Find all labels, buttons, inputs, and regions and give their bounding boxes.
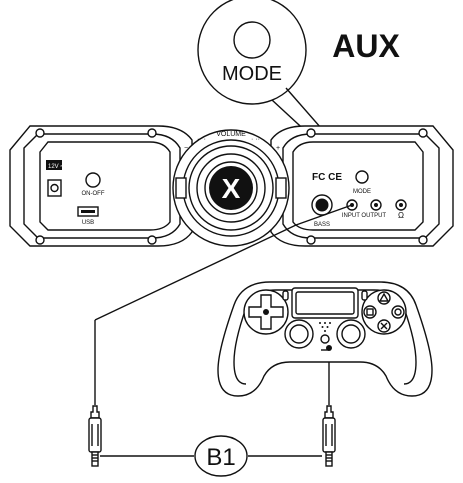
gamepad <box>217 281 433 397</box>
screw-icon <box>418 235 428 245</box>
center-logo: X <box>222 173 241 204</box>
svg-text:·· ·: ·· · <box>197 136 206 143</box>
screw-icon <box>147 128 157 138</box>
right-thumbstick <box>336 319 366 349</box>
cable-lines <box>94 204 353 457</box>
screw-icon <box>35 235 45 245</box>
power-rating-text: 12V ⎓ 2A <box>48 164 74 170</box>
mode-callout-label: MODE <box>222 63 282 85</box>
cable-label-b1: B1 <box>194 435 248 477</box>
screw-icon <box>418 128 428 138</box>
bass-label: BASS <box>314 222 330 228</box>
usb-label: USB <box>82 220 94 226</box>
cert-marks: FC CE <box>312 172 342 183</box>
on-off-label: ON-OFF <box>82 191 105 197</box>
aux-plug-right <box>322 405 336 467</box>
svg-text:−: − <box>184 145 188 152</box>
speaker-left-wing: 12V ⎓ 2A ON-OFF USB <box>9 125 193 247</box>
dc-power-jack <box>47 179 62 197</box>
volume-hub: X VOLUME ·· · · ·· − + <box>172 129 290 247</box>
ps-button <box>320 334 330 344</box>
headset-jack <box>326 345 332 351</box>
options-button <box>361 290 368 301</box>
mode-button-label: MODE <box>353 189 371 195</box>
share-button <box>282 290 289 301</box>
screw-icon <box>35 128 45 138</box>
speaker-right-wing: FC CE MODE BASS INPUT OUTPUT Ω <box>270 125 454 247</box>
face-buttons-ring <box>361 289 407 335</box>
on-off-switch <box>85 172 101 188</box>
power-rating-badge <box>46 160 62 170</box>
mode-button <box>355 170 369 184</box>
mode-callout: MODE <box>197 0 357 173</box>
speaker-grille <box>319 322 331 332</box>
touchpad <box>291 287 359 319</box>
screw-icon <box>306 235 316 245</box>
volume-label: VOLUME <box>216 131 246 138</box>
cable-label-text: B1 <box>206 444 235 471</box>
left-thumbstick <box>284 319 314 349</box>
input-output-label: INPUT OUTPUT <box>342 213 387 219</box>
svg-text:+: + <box>276 145 280 152</box>
square-button-icon <box>363 305 377 319</box>
svg-text:· ··: · ·· <box>251 136 260 143</box>
screw-icon <box>306 128 316 138</box>
headphone-icon: Ω <box>398 211 404 220</box>
volume-knob <box>209 166 253 210</box>
circle-button-icon <box>391 305 405 319</box>
mode-button-magnified <box>233 21 271 59</box>
aux-plug-left <box>88 405 102 467</box>
aux-title: AUX <box>332 28 400 64</box>
screw-icon <box>147 235 157 245</box>
